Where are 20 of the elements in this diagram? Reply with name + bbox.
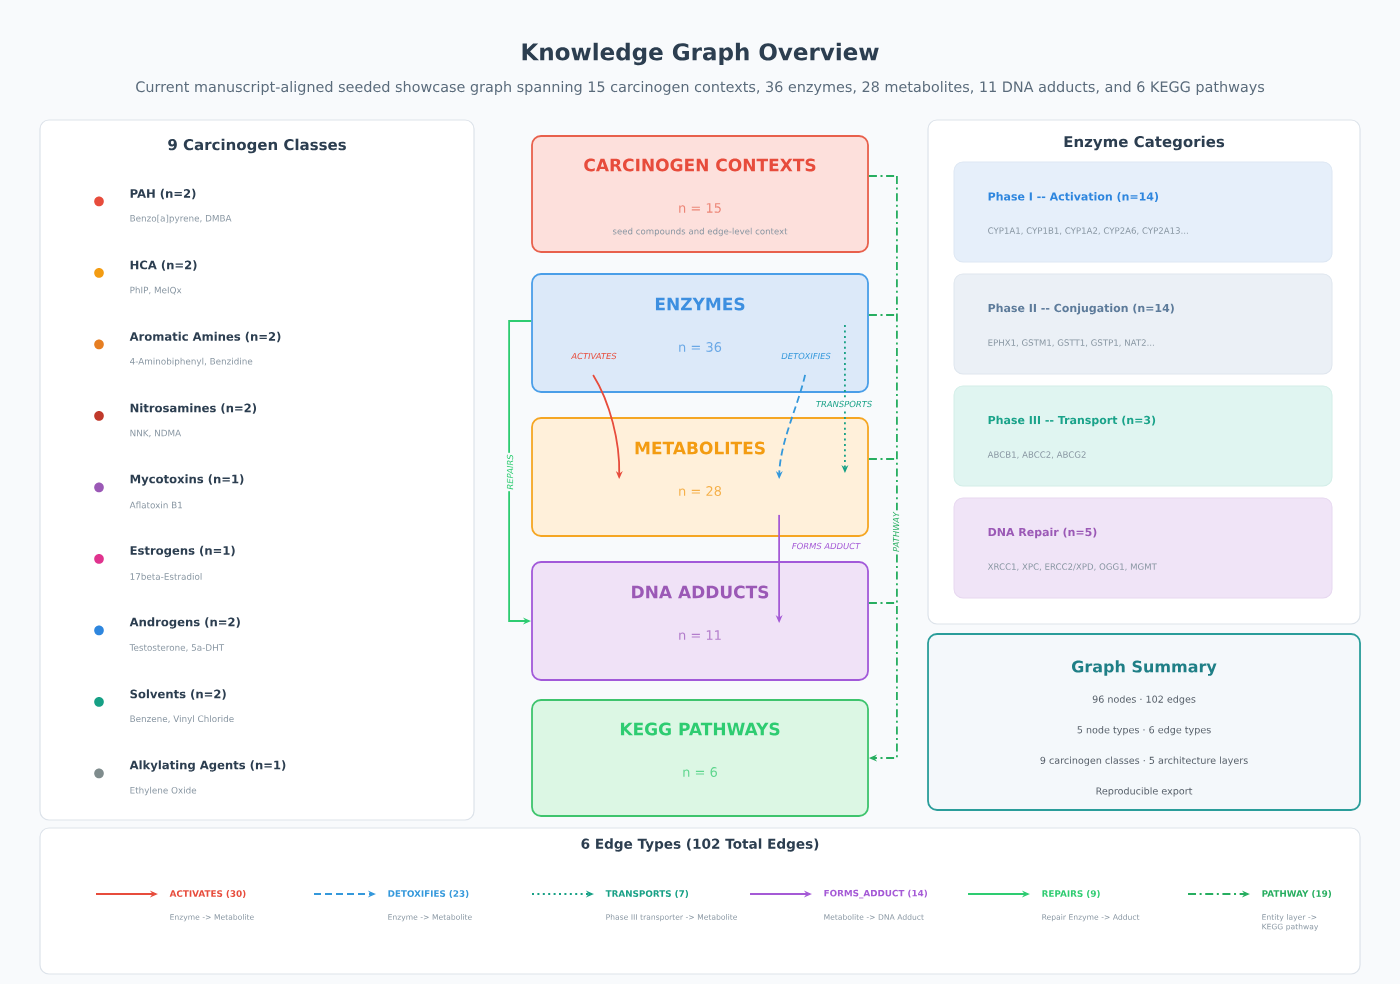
layer-title: CARCINOGEN CONTEXTS — [584, 158, 816, 172]
layer-box — [531, 417, 869, 537]
category-box — [953, 385, 1333, 487]
layer-title: DNA ADDUCTS — [632, 585, 769, 599]
layer-title: ENZYMES — [655, 297, 745, 311]
layer-box — [531, 135, 869, 253]
summary-box — [927, 633, 1361, 811]
category-box — [953, 273, 1333, 375]
layer-box — [531, 561, 869, 681]
legend-panel — [39, 827, 1361, 975]
category-panel — [927, 119, 1361, 625]
category-box — [953, 497, 1333, 599]
layer-title: KEGG PATHWAYS — [620, 722, 780, 736]
layer-title: METABOLITES — [635, 441, 765, 455]
class-panel — [39, 119, 475, 821]
layer-box — [531, 273, 869, 393]
panel-heading: Graph Summary — [1072, 660, 1217, 676]
category-box — [953, 161, 1333, 263]
title: Knowledge Graph Overview — [522, 42, 879, 66]
layer-box — [531, 699, 869, 817]
